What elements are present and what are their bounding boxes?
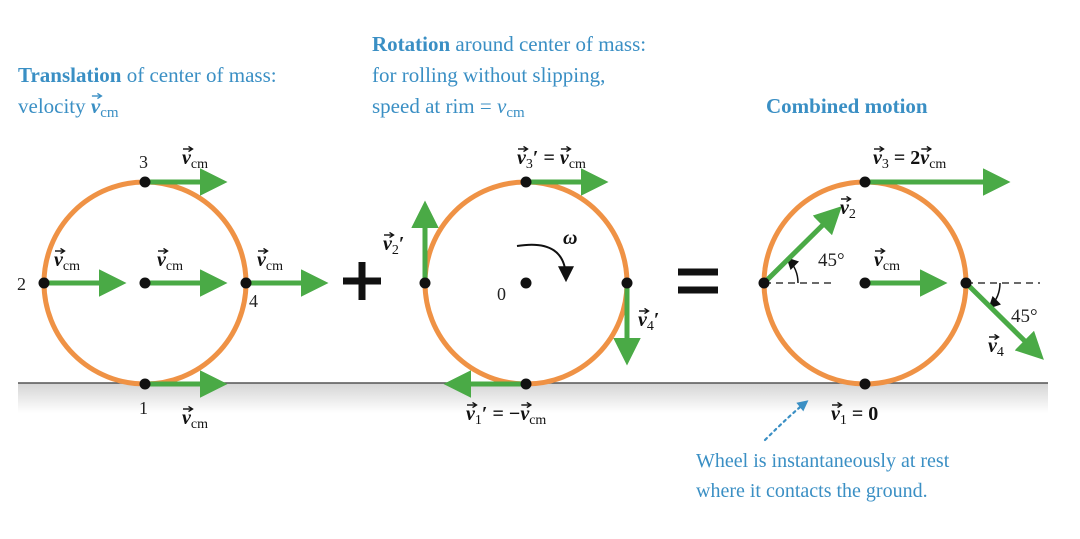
note-pointer <box>763 400 809 442</box>
arrow-v2 <box>762 206 842 285</box>
label-4: 4 <box>249 291 258 311</box>
label-vcm: vcm <box>874 249 900 274</box>
equals-operator <box>678 268 718 294</box>
point-2 <box>38 277 50 289</box>
svg-text:for rolling without slipping,: for rolling without slipping, <box>372 63 605 87</box>
caption-translation: Translation of center of mass: velocity … <box>18 63 277 121</box>
label-vcm-top: vcm <box>182 147 208 172</box>
label-2: 2 <box>17 274 26 294</box>
omega-arrow <box>516 243 574 283</box>
center-label: 0 <box>497 284 506 304</box>
angle-arc-left <box>786 257 800 284</box>
label-v3: v3 = 2vcm <box>873 147 946 172</box>
angle-label-right: 45° <box>1011 306 1038 327</box>
svg-text:Rotation around center of mass: Rotation around center of mass: <box>372 32 646 56</box>
label-v2: v2 <box>840 197 856 222</box>
svg-text:Wheel is instantaneously at re: Wheel is instantaneously at rest <box>696 450 950 472</box>
caption-rotation: Rotation around center of mass: for roll… <box>372 32 646 121</box>
point-4 <box>240 277 252 289</box>
center-point <box>520 277 532 289</box>
angle-label-left: 45° <box>818 250 845 271</box>
label-vcm-left: vcm <box>54 249 80 274</box>
center-point <box>859 277 871 289</box>
arrow-v4 <box>964 281 1044 360</box>
svg-text:Translation of center of mass:: Translation of center of mass: <box>18 63 277 87</box>
center-point <box>139 277 151 289</box>
label-v2-prime: v2′ <box>383 233 405 258</box>
plus-operator <box>343 262 381 300</box>
wheel-combined: v3 = 2vcm v2 45° vcm 45° v4 v1 = 0 <box>758 147 1044 428</box>
label-v4-prime: v4′ <box>638 309 660 334</box>
label-vcm-bottom: vcm <box>182 407 208 432</box>
caption-combined: Combined motion <box>766 94 928 118</box>
svg-text:speed at rim = vcm: speed at rim = vcm <box>372 94 525 121</box>
label-vcm-center: vcm <box>157 249 183 274</box>
ground <box>18 383 1048 413</box>
label-v1: v1 = 0 <box>831 403 878 428</box>
wheel-translation: 3 2 4 1 vcm vcm vcm vcm vcm <box>17 147 329 432</box>
note: Wheel is instantaneously at rest where i… <box>696 450 950 502</box>
point-3 <box>139 176 151 188</box>
wheel-rotation: ω 0 v3′ = vcm v2′ v4′ v1′ = −vcm <box>383 147 660 428</box>
angle-arc-right <box>988 282 1002 309</box>
svg-text:velocity vcm: velocity vcm <box>18 94 119 121</box>
label-3: 3 <box>139 152 148 172</box>
label-v3-prime: v3′ = vcm <box>517 147 586 172</box>
vector-overbars <box>55 92 1000 413</box>
svg-text:where it contacts the ground.: where it contacts the ground. <box>696 480 928 502</box>
label-1: 1 <box>139 398 148 418</box>
label-v4: v4 <box>988 335 1004 360</box>
point-1 <box>139 378 151 390</box>
label-vcm-right: vcm <box>257 249 283 274</box>
label-v1-prime: v1′ = −vcm <box>466 403 546 428</box>
omega-label: ω <box>563 227 577 249</box>
